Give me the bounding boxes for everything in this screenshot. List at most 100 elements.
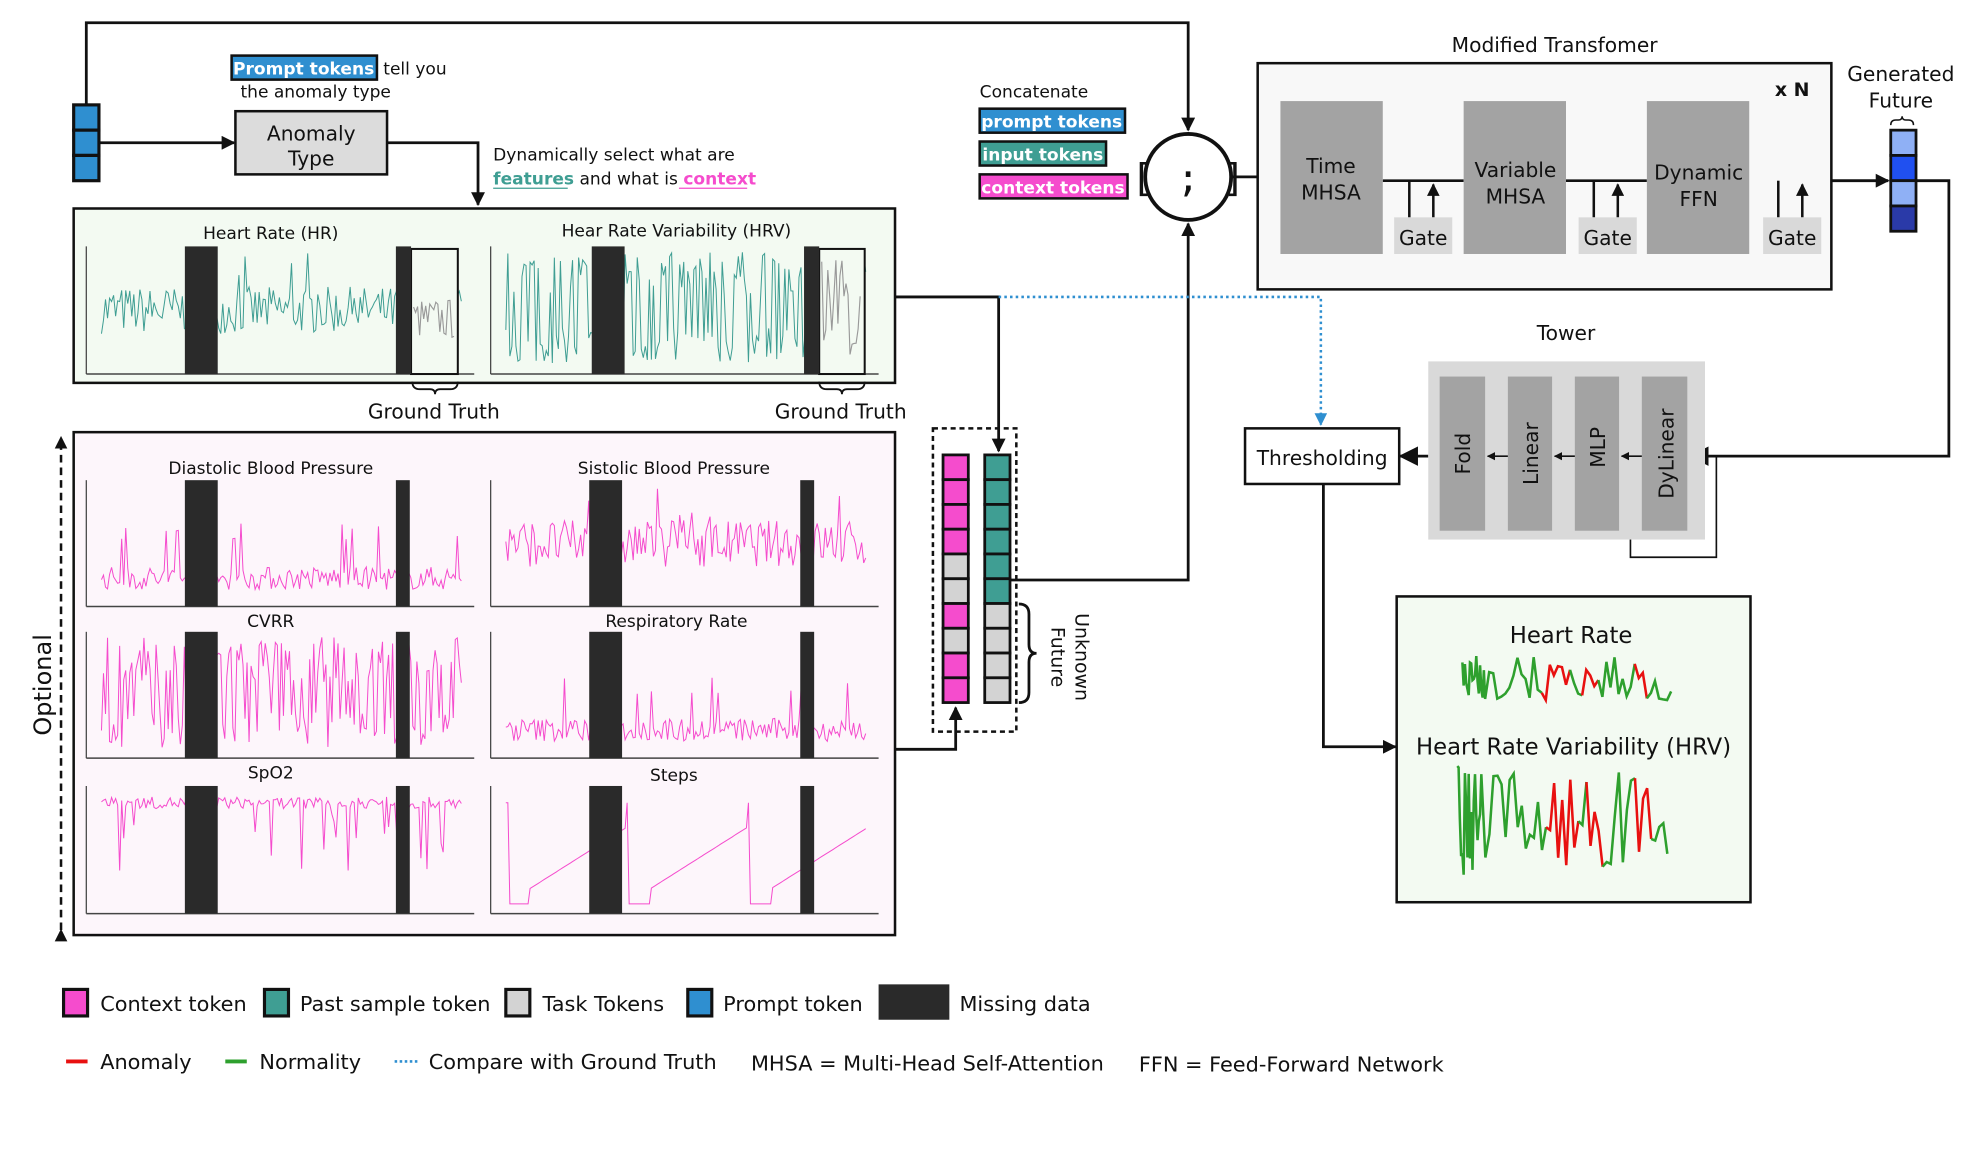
dynamic-ffn-label-2: FFN — [1680, 187, 1718, 211]
output-hrv-anomaly-segment — [1585, 781, 1604, 867]
output-hrv-anomaly-segment — [1633, 778, 1653, 852]
tokens-to-concat-line — [1010, 222, 1196, 582]
output-hrv-title: Heart Rate Variability (HRV) — [1416, 734, 1731, 760]
input-tokens-chip-text: input tokens — [982, 145, 1103, 165]
output-hrv-normal-segment — [1577, 781, 1588, 828]
legend-anomaly-label: Anomaly — [100, 1050, 191, 1074]
time-mhsa-label: Time — [1305, 154, 1355, 178]
hrv-plot-missing-data-block — [591, 246, 625, 375]
plot-title-respiratory: Respiratory Rate — [605, 612, 747, 632]
legend-past-label: Past sample token — [300, 992, 491, 1016]
generated-future-tokens — [1889, 128, 1918, 233]
respiratory-plot-missing-data-block — [800, 631, 815, 759]
linear-label: Linear — [1519, 422, 1543, 485]
context-tokens-chip-box — [978, 173, 1129, 200]
hr-plot-ground-truth-waveform — [413, 299, 455, 339]
optional-to-context-tokens-line — [895, 706, 963, 751]
threshold-to-output-line — [1321, 483, 1397, 754]
output-hr-normal-segment — [1568, 669, 1583, 697]
hrv-plot-missing-data-block — [804, 246, 820, 375]
legend: Context token Past sample token Task Tok… — [61, 984, 1444, 1077]
output-hr-normal-segment — [1597, 657, 1636, 701]
anomaly-type-label: Anomaly — [267, 121, 356, 145]
token-group-dashed-box — [931, 427, 1018, 733]
output-hrv-normal-segment — [1650, 820, 1669, 854]
context-token — [941, 651, 970, 680]
legend-task-label: Task Tokens — [541, 992, 664, 1016]
past-sample-token — [983, 577, 1012, 605]
concatenate-operator — [1143, 132, 1234, 222]
task-token — [983, 626, 1012, 655]
output-hrv-normal-segment — [1601, 772, 1636, 868]
select-note-middle: and what is — [580, 169, 679, 189]
ground-truth-label-hr: Ground Truth — [368, 399, 500, 423]
transformer-title: Modified Transfomer — [1452, 33, 1659, 57]
context-token-column — [941, 453, 970, 704]
spo2-plot-missing-data-block — [184, 785, 218, 914]
input-tokens-chip-box — [978, 140, 1108, 167]
legend-ffn-abbrev: FFN = Feed-Forward Network — [1139, 1053, 1444, 1077]
prompt-tokens-chip-box — [978, 107, 1127, 134]
variable-mhsa-label-2: MHSA — [1486, 184, 1546, 208]
plot-title-cvrr: CVRR — [247, 612, 294, 632]
thresholding-box — [1243, 427, 1401, 486]
task-token — [941, 626, 970, 655]
plot-title-diastolic: Diastolic Blood Pressure — [168, 459, 373, 479]
legend-prompt-swatch — [686, 987, 714, 1018]
past-sample-token — [983, 552, 1012, 581]
ground-truth-label-hrv: Ground Truth — [775, 399, 907, 423]
unknown-label: Unknown — [1071, 613, 1093, 701]
respiratory-plot-missing-data-block — [589, 631, 623, 759]
context-token — [941, 527, 970, 556]
output-hr-normal-segment — [1645, 676, 1673, 702]
prompt-note-text-line2: the anomaly type — [240, 82, 390, 102]
prompt-token-column — [72, 103, 101, 183]
past-sample-token — [983, 527, 1012, 556]
time-mhsa-label-2: MHSA — [1301, 181, 1361, 205]
gate-block-1 — [1394, 217, 1453, 254]
legend-past-swatch — [262, 987, 291, 1018]
steps-plot-missing-data-block — [800, 785, 815, 914]
past-sample-token — [983, 478, 1012, 506]
connectors — [84, 21, 1951, 754]
output-hr-normal-segment — [1461, 655, 1543, 701]
optional-label: Optional — [29, 634, 57, 735]
plot-title-steps: Steps — [650, 766, 698, 786]
hr-plot-missing-data-block — [395, 246, 412, 375]
mlp-block — [1574, 376, 1620, 531]
context-tokens-chip-text: context tokens — [981, 178, 1124, 198]
context-token — [941, 453, 970, 482]
legend-compare-label: Compare with Ground Truth — [429, 1050, 717, 1074]
output-hr-title: Heart Rate — [1510, 623, 1633, 649]
diastolic-plot-missing-data-block — [395, 480, 410, 607]
variable-mhsa-block — [1463, 101, 1566, 254]
dylinear-label: DyLinear — [1654, 408, 1678, 499]
tower-title: Tower — [1536, 321, 1596, 345]
fold-label: Fold — [1451, 433, 1475, 475]
dynamic-ffn-label: Dynamic — [1654, 160, 1743, 184]
generated-future-label: Generated — [1847, 62, 1954, 86]
prompt-tokens-chip-label: Prompt tokens — [233, 60, 374, 80]
task-token — [941, 577, 970, 605]
future-to-tower-line — [1689, 179, 1951, 466]
dynamic-ffn-block — [1646, 101, 1750, 254]
generated-future-label-2: Future — [1869, 88, 1933, 112]
cvrr-plot-missing-data-block — [184, 631, 218, 759]
past-sample-token — [983, 453, 1012, 482]
task-token — [983, 602, 1012, 630]
prompt-note-text: tell you — [383, 60, 446, 80]
transformer-residuals — [1382, 179, 1809, 218]
output-hr-anomaly-segment — [1633, 663, 1649, 699]
sistolic-plot-missing-data-block — [589, 480, 623, 607]
hrv-plot-title: Hear Rate Variability (HRV) — [562, 221, 792, 241]
legend-task-swatch — [504, 987, 532, 1018]
cvrr-plot-missing-data-block — [395, 631, 410, 759]
context-token — [941, 676, 970, 704]
task-token — [983, 651, 1012, 680]
repeat-label: x N — [1775, 79, 1810, 101]
context-token — [941, 503, 970, 531]
future-label: Future — [1047, 627, 1069, 687]
compare-ground-truth-dotted-line — [998, 295, 1328, 426]
prompt-tokens-chip-text: prompt tokens — [981, 113, 1122, 133]
